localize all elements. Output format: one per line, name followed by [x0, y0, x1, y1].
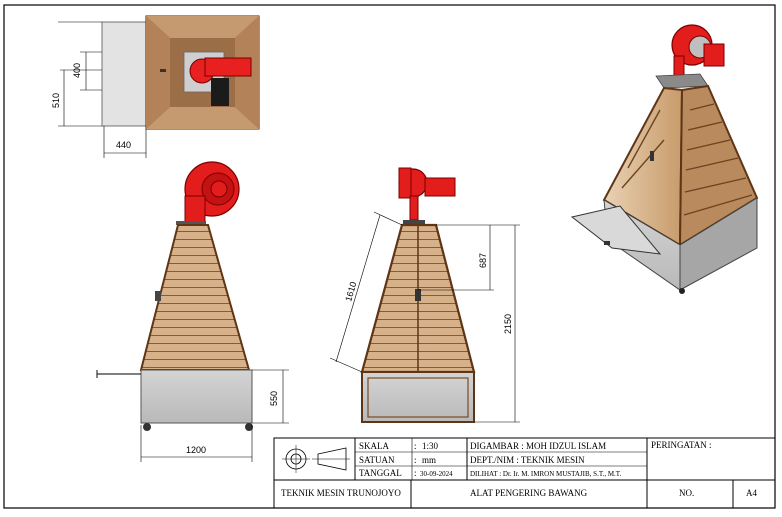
side-blower-housing	[424, 177, 456, 197]
top-view-motor	[211, 78, 229, 106]
top-view-tray	[101, 21, 148, 127]
dim-1200: 1200	[186, 445, 206, 455]
skala-value: 1:30	[422, 441, 439, 451]
top-view-panel-w	[146, 16, 170, 129]
front-top-plate	[176, 221, 206, 225]
iso-top	[655, 73, 709, 89]
top-view-panel-s	[146, 107, 259, 129]
front-wheel-right	[245, 423, 253, 431]
dim-687: 687	[478, 253, 488, 268]
satuan-value: mm	[422, 455, 436, 465]
peringatan: PERINGATAN :	[651, 440, 712, 450]
iso-wheel	[679, 288, 685, 294]
side-handle	[415, 289, 421, 301]
front-view: 1200 550	[96, 161, 289, 462]
side-base	[361, 371, 475, 423]
dim-1610: 1610	[343, 281, 358, 303]
tanggal-label: TANGGAL	[359, 468, 402, 478]
top-view-handle	[160, 69, 166, 72]
dim-440: 440	[116, 140, 131, 150]
top-view-blower-housing	[204, 57, 252, 77]
skala-label: SKALA	[359, 441, 390, 451]
front-handle	[155, 291, 161, 301]
isometric-view	[570, 24, 759, 294]
dilihat: DILIHAT : Dr. Ir. M. IMRON MUSTAJIB, S.T…	[470, 470, 622, 478]
iso-blower-motor	[703, 43, 725, 67]
dim-510: 510	[51, 93, 61, 108]
sheet-size: A4	[746, 488, 757, 498]
number-label: NO.	[679, 488, 694, 498]
dim-550: 550	[269, 391, 279, 406]
side-top-plate	[403, 220, 425, 225]
dim-400: 400	[72, 63, 82, 78]
tanggal-value: 30-09-2024	[420, 470, 453, 478]
side-view: 687 2150 1610	[329, 167, 520, 423]
top-view-panel-n	[146, 16, 259, 38]
satuan-label: SATUAN	[359, 455, 395, 465]
top-view: 400 510 440	[51, 15, 260, 158]
projection-symbol-icon	[282, 445, 350, 473]
tanggal-sep: :	[414, 468, 417, 478]
front-base	[140, 369, 253, 424]
dept-nim: DEPT./NIM : TEKNIK MESIN	[470, 455, 585, 465]
dim-2150: 2150	[503, 314, 513, 334]
iso-handle	[650, 151, 654, 161]
iso-tray	[570, 205, 662, 255]
front-blower-outlet	[184, 195, 206, 223]
front-wheel-left	[143, 423, 151, 431]
drawing-title: ALAT PENGERING BAWANG	[470, 488, 588, 498]
title-block: SKALA : 1:30 SATUAN : mm TANGGAL : 30-09…	[273, 437, 776, 509]
satuan-sep: :	[414, 455, 417, 465]
skala-sep: :	[414, 441, 417, 451]
digambar: DIGAMBAR : MOH IDZUL ISLAM	[470, 441, 606, 451]
institution: TEKNIK MESIN TRUNOJOYO	[281, 488, 401, 498]
iso-base-side	[679, 197, 758, 291]
